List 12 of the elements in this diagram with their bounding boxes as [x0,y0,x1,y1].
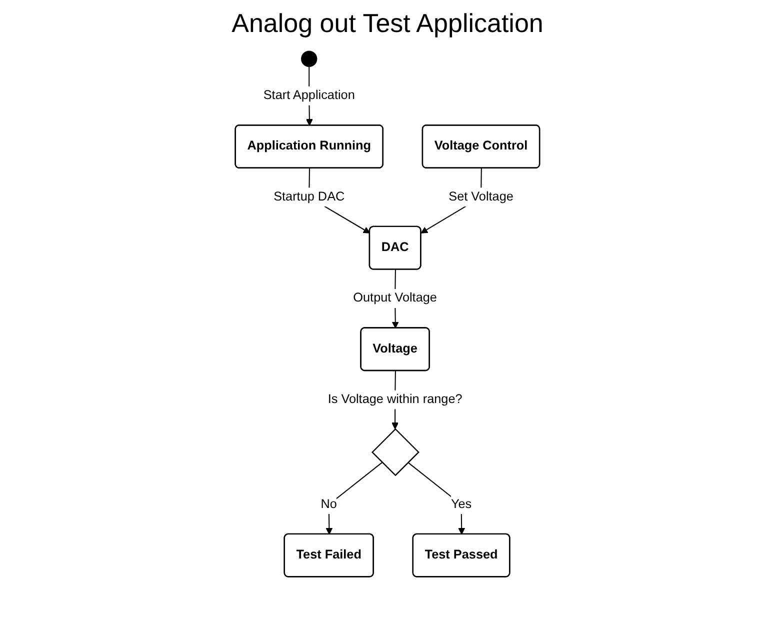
arrow [408,462,466,535]
edge-label: Is Voltage within range? [328,392,462,406]
edge-label: Start Application [263,88,355,102]
edge-label: No [320,498,337,511]
edge-label: Output Voltage [353,291,438,305]
arrow [326,462,383,535]
edge-label: Yes [450,498,472,511]
node-circle [301,50,318,67]
edge-label: Set Voltage [448,190,514,204]
diagram-title: Analog out Test Application [230,8,544,39]
edge-label: Startup DAC [274,190,345,204]
node-diamond [372,428,420,476]
